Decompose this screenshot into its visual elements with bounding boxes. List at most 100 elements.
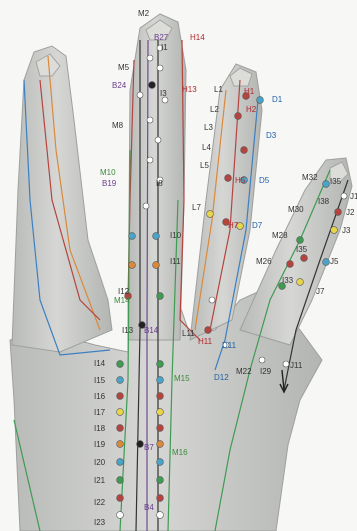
acupoint xyxy=(259,357,265,363)
acupoint xyxy=(143,203,149,209)
acupoint xyxy=(117,477,124,484)
point-label: L3 xyxy=(204,123,213,132)
acupoint xyxy=(283,361,289,367)
point-label: M26 xyxy=(256,257,272,266)
point-label: B4 xyxy=(144,503,154,512)
point-label: H1 xyxy=(244,87,255,96)
point-label: J11 xyxy=(290,361,303,370)
point-label: I19 xyxy=(94,440,106,449)
point-label: I20 xyxy=(94,458,106,467)
point-label: D11 xyxy=(222,341,237,350)
acupoint xyxy=(207,211,214,218)
point-label: I3 xyxy=(160,89,167,98)
point-label: I35 xyxy=(296,245,308,254)
point-label: I10 xyxy=(170,231,182,240)
acupoint xyxy=(235,113,242,120)
acupoint xyxy=(117,425,124,432)
point-label: M16 xyxy=(172,448,188,457)
acupoint xyxy=(137,441,144,448)
point-label: L5 xyxy=(200,161,209,170)
acupoint xyxy=(117,393,124,400)
acupoint xyxy=(157,361,164,368)
point-label: I33 xyxy=(282,276,294,285)
point-label: I11 xyxy=(170,257,181,266)
acupoint xyxy=(157,393,164,400)
acupoint xyxy=(129,262,136,269)
acupoint xyxy=(157,477,164,484)
point-label: M32 xyxy=(302,173,318,182)
point-label: J7 xyxy=(316,287,325,296)
acupoint xyxy=(157,495,164,502)
acupoint xyxy=(205,327,212,334)
point-label: B14 xyxy=(144,326,159,335)
acupoint xyxy=(129,233,136,240)
acupoint xyxy=(341,193,347,199)
point-label: B27 xyxy=(154,33,169,42)
acupoint xyxy=(331,227,338,234)
acupoint xyxy=(287,261,294,268)
point-label: I18 xyxy=(94,424,106,433)
point-label: H14 xyxy=(190,33,205,42)
point-label: D3 xyxy=(266,131,277,140)
middle-finger-shape xyxy=(128,14,186,340)
acupoint xyxy=(117,377,124,384)
point-label: M5 xyxy=(118,63,130,72)
acupoint xyxy=(153,262,160,269)
acupoint xyxy=(157,293,164,300)
point-label: H11 xyxy=(198,337,213,346)
acupoint xyxy=(323,181,330,188)
point-label: L7 xyxy=(192,203,201,212)
acupoint xyxy=(157,377,164,384)
point-label: I23 xyxy=(94,518,106,527)
point-label: I35 xyxy=(330,177,342,186)
acupoint xyxy=(117,361,124,368)
point-label: I12 xyxy=(118,287,130,296)
acupoint xyxy=(225,175,232,182)
acupoint xyxy=(147,117,153,123)
point-label: L11 xyxy=(182,329,195,338)
point-label: M14 xyxy=(114,296,130,305)
acupoint xyxy=(117,495,124,502)
point-label: L2 xyxy=(210,105,219,114)
point-label: I16 xyxy=(94,392,106,401)
point-label: I38 xyxy=(318,197,330,206)
point-label: D7 xyxy=(252,221,263,230)
acupoint xyxy=(147,157,153,163)
point-label: J1 xyxy=(350,192,357,201)
acupoint xyxy=(117,459,124,466)
point-label: J3 xyxy=(342,226,351,235)
thumb-shape xyxy=(12,46,112,352)
point-label: B19 xyxy=(102,179,117,188)
point-label: M15 xyxy=(174,374,190,383)
acupoint xyxy=(297,279,304,286)
point-label: I17 xyxy=(94,408,106,417)
acupoint xyxy=(117,409,124,416)
acupoint xyxy=(157,409,164,416)
acupoint xyxy=(297,237,304,244)
point-label: J5 xyxy=(330,257,339,266)
point-label: M30 xyxy=(288,205,304,214)
point-label: I21 xyxy=(94,476,106,485)
acupoint xyxy=(147,55,153,61)
point-label: I8 xyxy=(156,179,163,188)
acupoint xyxy=(323,259,330,266)
point-label: D12 xyxy=(214,373,229,382)
point-label: L1 xyxy=(214,85,223,94)
acupoint xyxy=(301,255,308,262)
acupoint xyxy=(157,459,164,466)
acupoint xyxy=(209,297,215,303)
acupoint xyxy=(157,441,164,448)
point-label: M10 xyxy=(100,168,116,177)
point-label: M28 xyxy=(272,231,288,240)
point-label: B7 xyxy=(144,443,154,452)
acupoint xyxy=(157,425,164,432)
acupoint xyxy=(157,512,164,519)
acupoint xyxy=(149,82,156,89)
point-label: H7 xyxy=(228,221,239,230)
point-label: H2 xyxy=(246,105,257,114)
point-label: I13 xyxy=(122,326,134,335)
point-label: B24 xyxy=(112,81,127,90)
point-label: L4 xyxy=(202,143,211,152)
